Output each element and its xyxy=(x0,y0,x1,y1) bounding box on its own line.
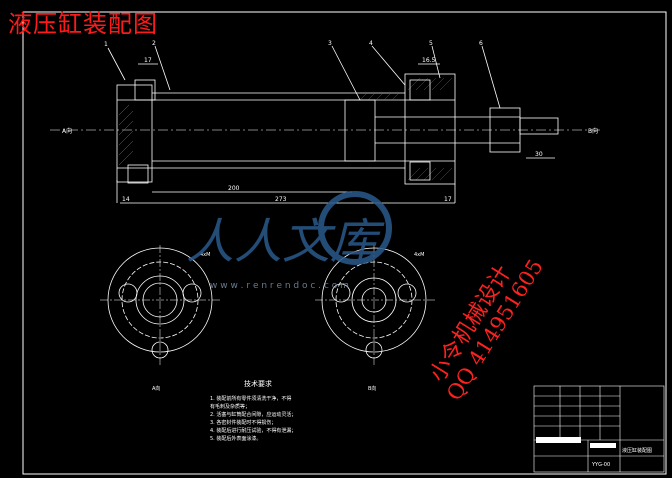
balloon-labels: 1 2 3 4 5 6 xyxy=(104,40,483,48)
tech-item-4: 3. 各密封件装配时不得损伤； xyxy=(210,419,276,426)
section-label-right: B向 xyxy=(588,127,598,135)
view-label-left: A向 xyxy=(152,385,160,392)
cylinder-section-view xyxy=(50,45,600,204)
tech-requirements: 技术要求 1. 装配前所有零件须清洗干净，不得 有毛刺及杂质等； 2. 活塞与缸… xyxy=(210,379,296,442)
hole-label-left: 4xM xyxy=(200,252,210,258)
balloon-5: 5 xyxy=(429,40,433,47)
tech-item-5: 4. 装配后进行耐压试验，不得有泄漏； xyxy=(210,427,296,434)
balloon-3: 3 xyxy=(328,40,332,47)
tech-item-3: 2. 活塞与缸筒配合间隙，应运动灵活； xyxy=(210,411,296,418)
end-view-right xyxy=(315,245,435,365)
hole-label-right: 4xM xyxy=(414,252,424,258)
dim-273: 273 xyxy=(275,196,287,203)
tech-item-2: 有毛刺及杂质等； xyxy=(210,403,250,410)
drawing-title: 液压缸装配图 xyxy=(8,10,158,38)
title-block-text: 液压缸装配图 YYG-00 xyxy=(591,447,652,468)
dim-200: 200 xyxy=(228,185,240,192)
dim-30: 30 xyxy=(535,151,543,158)
title-block xyxy=(533,385,665,473)
balloon-1: 1 xyxy=(104,41,108,48)
dim-14: 14 xyxy=(122,196,130,203)
end-view-left xyxy=(100,245,220,365)
balloon-4: 4 xyxy=(369,40,373,47)
dim-16-5: 16.5 xyxy=(422,57,436,64)
tech-item-6: 5. 装配后外表面涂漆。 xyxy=(210,435,261,442)
tech-item-1: 1. 装配前所有零件须清洗干净，不得 xyxy=(210,395,291,402)
balloon-2: 2 xyxy=(152,40,156,47)
title-block-number: YYG-00 xyxy=(591,462,610,468)
title-block-name: 液压缸装配图 xyxy=(622,447,652,454)
view-labels: A向 B向 4xM 4xM xyxy=(152,252,424,392)
tech-heading: 技术要求 xyxy=(244,379,272,388)
section-label-left: A向 xyxy=(62,127,72,135)
drawing-border xyxy=(22,11,667,475)
view-label-right: B向 xyxy=(368,385,376,392)
watermark-brand: 人人文库 xyxy=(186,214,385,270)
balloon-6: 6 xyxy=(479,40,483,47)
dim-17: 17 xyxy=(144,57,152,64)
dimension-labels: 17 16.5 30 200 273 14 17 A向 B向 xyxy=(62,57,598,203)
dim-17b: 17 xyxy=(444,196,452,203)
watermark-renren: 人人文库 w w w . r e n r e n d o c . c o m xyxy=(186,191,392,291)
watermark-url: w w w . r e n r e n d o c . c o m xyxy=(210,281,349,291)
